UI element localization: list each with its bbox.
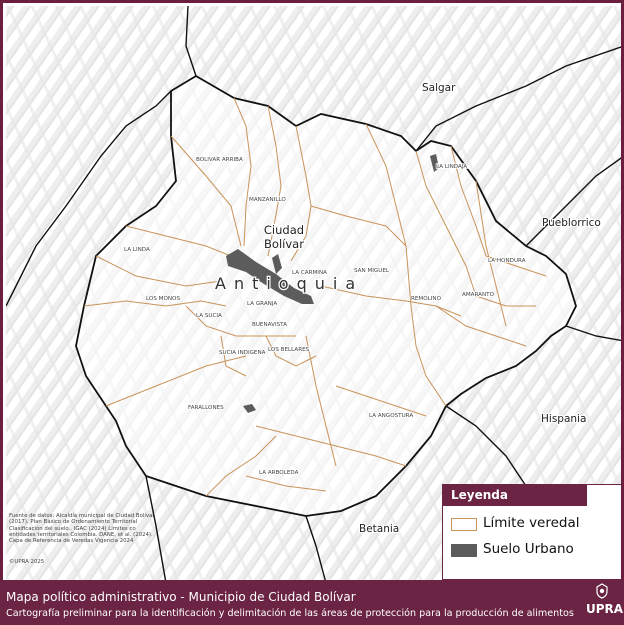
label-pueblorrico: Pueblorrico bbox=[542, 217, 601, 229]
neighbor-boundary-west bbox=[6, 90, 172, 307]
vereda-labels: BOLIVAR ARRIBA MANZANILLO LA LINDA LOS M… bbox=[123, 156, 526, 477]
legend-title: Leyenda bbox=[451, 488, 508, 502]
label-salgar: Salgar bbox=[422, 82, 456, 94]
label-la-hondura: LA HONDURA bbox=[488, 258, 526, 264]
legend-label: Suelo Urbano bbox=[483, 541, 574, 557]
label-sucia-indigena: SUCIA INDIGENA bbox=[219, 350, 266, 356]
label-bolivar: Bolívar bbox=[264, 237, 304, 251]
neighbor-boundary-northeast bbox=[415, 46, 621, 152]
map-canvas: Salgar Pueblorrico Hispania Betania Ciud… bbox=[6, 6, 621, 583]
neighbor-boundary-east bbox=[525, 157, 621, 247]
footer-title: Mapa político administrativo - Municipio… bbox=[6, 590, 356, 604]
label-hispania: Hispania bbox=[541, 413, 586, 425]
neighbor-boundary-east2 bbox=[565, 325, 621, 342]
label-la-arboleda: LA ARBOLEDA bbox=[259, 470, 299, 476]
municipality-label: Ciudad Bolívar bbox=[263, 222, 306, 252]
urban-areas bbox=[226, 154, 439, 413]
label-amaranto: AMARANTO bbox=[462, 292, 495, 298]
neighbor-boundary-south bbox=[305, 515, 327, 583]
label-ciudad: Ciudad bbox=[264, 223, 304, 237]
label-bolivar-arriba: BOLIVAR ARRIBA bbox=[196, 157, 243, 163]
neighbor-labels: Salgar Pueblorrico Hispania Betania bbox=[358, 81, 602, 536]
legend: Leyenda Límite veredal Suelo Urbano bbox=[442, 484, 621, 580]
upra-logo: UPRA bbox=[586, 602, 624, 616]
label-la-sucia: LA SUCIA bbox=[196, 313, 222, 319]
label-los-bellares: LOS BELLARES bbox=[268, 347, 310, 353]
label-manzanillo: MANZANILLO bbox=[249, 197, 286, 203]
label-betania: Betania bbox=[359, 523, 399, 535]
neighbor-boundary-southeast bbox=[445, 405, 527, 487]
municipal-boundary bbox=[75, 74, 577, 517]
label-la-linda: LA LINDA bbox=[124, 247, 150, 253]
urban-la-lindaja bbox=[430, 154, 439, 172]
footer-subtitle: Cartografía preliminar para la identific… bbox=[6, 608, 574, 619]
label-buenavista: BUENAVISTA bbox=[252, 322, 287, 328]
label-san-miguel: SAN MIGUEL bbox=[354, 268, 390, 274]
urban-ciudad-bolivar bbox=[226, 249, 314, 304]
neighbor-boundary-north bbox=[185, 6, 197, 77]
urban-north-patch bbox=[272, 254, 282, 274]
label-la-angostura: LA ANGOSTURA bbox=[369, 413, 413, 419]
legend-header: Leyenda bbox=[443, 485, 587, 506]
label-la-granja: LA GRANJA bbox=[247, 301, 277, 307]
legend-label: Límite veredal bbox=[483, 515, 580, 531]
vereda-boundaries bbox=[83, 97, 547, 497]
label-farallones: FARALLONES bbox=[188, 405, 224, 411]
municipality-area bbox=[76, 76, 576, 516]
legend-swatch-outline bbox=[451, 518, 477, 531]
label-remolino: REMOLINO bbox=[411, 296, 442, 302]
source-note: Fuente de datos: Alcaldía municipal de C… bbox=[9, 513, 155, 545]
source-date: ©UPRA 2025 bbox=[9, 559, 45, 565]
neighbor-boundary-southwest bbox=[145, 475, 167, 583]
upra-emblem-icon bbox=[596, 583, 608, 599]
urban-farallones bbox=[243, 404, 256, 413]
label-los-monos: LOS MONOS bbox=[146, 296, 180, 302]
label-department: Antioquia bbox=[215, 274, 363, 293]
legend-swatch-fill bbox=[451, 544, 477, 557]
footer-bar: Mapa político administrativo - Municipio… bbox=[0, 580, 624, 625]
label-la-lindaja: LA LINDAJA bbox=[436, 164, 467, 170]
label-la-carmina: LA CARMINA bbox=[292, 270, 327, 276]
